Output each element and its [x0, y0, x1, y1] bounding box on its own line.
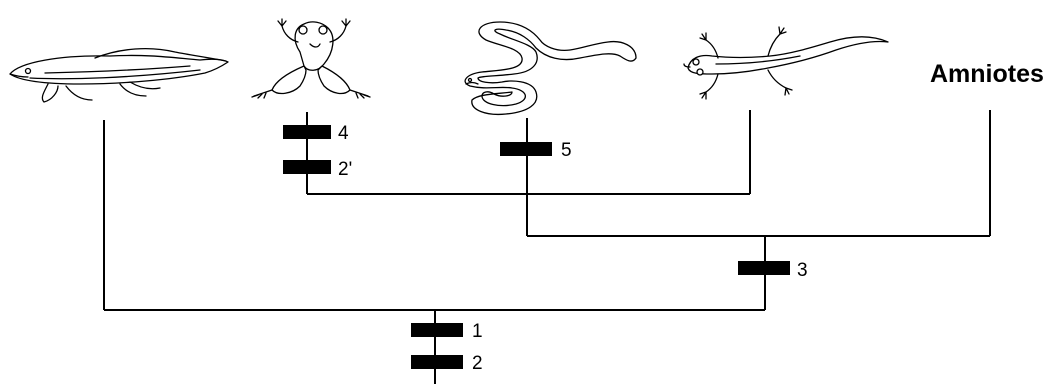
character-label-3: 3 [797, 260, 808, 281]
character-marks: 4 2' 5 3 1 2 [283, 123, 808, 374]
character-bar-4 [283, 125, 331, 139]
frog-icon [251, 18, 371, 99]
character-label-2-prime: 2' [338, 159, 352, 180]
character-bar-1 [411, 323, 463, 337]
elongated-fish-icon [9, 47, 229, 103]
character-label-2: 2 [472, 353, 483, 374]
character-bar-5 [500, 142, 552, 156]
caecilian-icon [464, 21, 637, 116]
taxon-label-amniotes: Amniotes [930, 60, 1044, 88]
character-bar-3 [738, 261, 790, 275]
character-label-1: 1 [472, 321, 483, 342]
salamander-icon [683, 26, 889, 100]
character-label-5: 5 [561, 140, 572, 161]
character-label-4: 4 [338, 123, 349, 144]
character-bar-2-prime [283, 160, 331, 174]
tree-branches [103, 110, 991, 384]
character-bar-2 [411, 355, 463, 369]
